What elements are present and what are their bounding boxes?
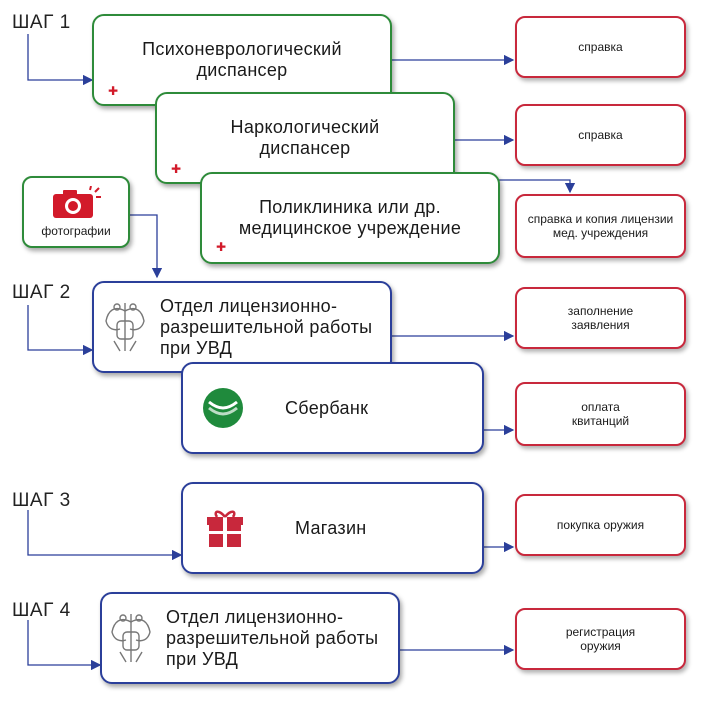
photo-box: фотографии [22, 176, 130, 248]
photo-label: фотографии [41, 224, 111, 238]
licensing-dept-box-step4: Отдел лицензионно-разрешительной работы … [100, 592, 400, 684]
step-3-label: ШАГ 3 [12, 490, 71, 511]
result-box-7: регистрация оружия [515, 608, 686, 670]
sberbank-title: Сбербанк [285, 397, 369, 418]
step-1-label: ШАГ 1 [12, 12, 71, 33]
clinic-box: Поликлиника или др. медицинское учрежден… [200, 172, 500, 264]
result-box-2: справка [515, 104, 686, 166]
emblem-icon [105, 303, 145, 352]
result-text-7: регистрация оружия [565, 625, 636, 653]
result-box-5: оплата квитанций [515, 382, 686, 446]
medical-cross-icon: ✚ [108, 84, 119, 98]
result-box-4: заполнение заявления [515, 287, 686, 349]
licensing-dept-title-step2: Отдел лицензионно-разрешительной работы … [160, 295, 373, 358]
gift-icon [207, 510, 243, 547]
result-text-6: покупка оружия [556, 518, 645, 532]
psycho-dispensary-title: Психоневрологический диспансер [142, 39, 342, 80]
shop-title: Магазин [295, 517, 367, 538]
result-text-1: справка [578, 40, 623, 54]
result-text-2: справка [578, 128, 623, 142]
step-4-label: ШАГ 4 [12, 600, 71, 621]
licensing-dept-title-step4: Отдел лицензионно-разрешительной работы … [166, 606, 379, 669]
emblem-icon [111, 614, 151, 663]
result-box-1: справка [515, 16, 686, 78]
result-text-4: заполнение заявления [567, 304, 634, 332]
sberbank-box: Сбербанк [181, 362, 484, 454]
licensing-dept-box-step2: Отдел лицензионно-разрешительной работы … [92, 281, 392, 373]
result-box-6: покупка оружия [515, 494, 686, 556]
narco-dispensary-title: Наркологический диспансер [230, 117, 380, 158]
camera-icon [53, 186, 101, 218]
result-text-3: справка и копия лицензии мед. учреждения [527, 212, 674, 240]
narco-dispensary-box: Наркологический диспансер ✚ [155, 92, 455, 184]
medical-cross-icon: ✚ [171, 162, 182, 176]
sberbank-logo-icon [203, 388, 243, 428]
clinic-title: Поликлиника или др. медицинское учрежден… [238, 197, 462, 238]
medical-cross-icon: ✚ [216, 240, 227, 254]
step-2-label: ШАГ 2 [12, 282, 71, 303]
result-box-3: справка и копия лицензии мед. учреждения [515, 194, 686, 258]
result-text-5: оплата квитанций [571, 400, 630, 428]
shop-box: Магазин [181, 482, 484, 574]
psycho-dispensary-box: Психоневрологический диспансер ✚ [92, 14, 392, 106]
